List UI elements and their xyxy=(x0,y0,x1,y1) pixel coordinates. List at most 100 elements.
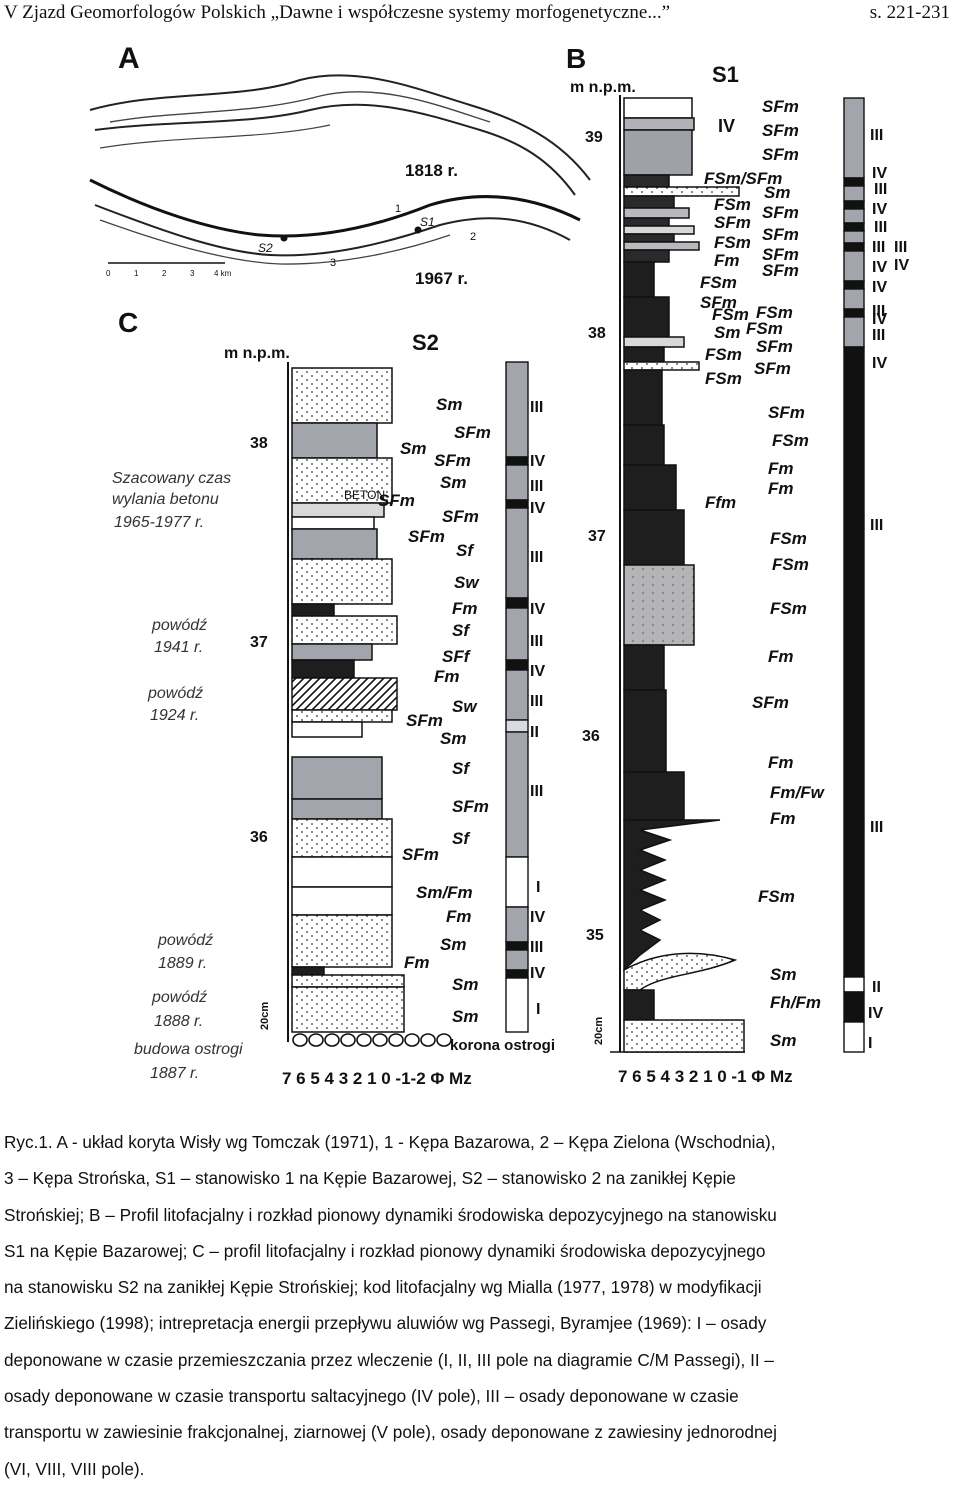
panel-c-lithofacies-code: Sf xyxy=(452,829,471,848)
panel-c-energy-class: I xyxy=(536,1001,540,1018)
panel-b-lithofacies-code: Sm xyxy=(764,183,790,202)
panel-c-event-note: Szacowany czas xyxy=(112,470,231,487)
panel-b-lithofacies-code: FSm xyxy=(758,887,795,906)
panel-c-lithofacies-code: Sm xyxy=(400,439,426,458)
panel-b-energy-class: IV xyxy=(872,311,887,328)
panel-b-axis: 7 6 5 4 3 2 1 0 -1 Φ Mz xyxy=(618,1067,793,1086)
panel-b-lithofacies-code: SFm xyxy=(762,225,799,244)
panel-c-lithofacies-code: Sw xyxy=(454,573,480,592)
svg-text:38: 38 xyxy=(588,325,606,342)
panel-b-mid-roman: IV xyxy=(718,116,735,136)
svg-text:3: 3 xyxy=(190,269,195,278)
svg-text:39: 39 xyxy=(585,129,603,146)
panel-c-energy-class: III xyxy=(530,693,543,710)
panel-b-letter: B xyxy=(566,43,586,74)
panel-b-energy-class: III xyxy=(872,239,885,256)
panel-b-site: S1 xyxy=(712,62,739,87)
panel-c-event-note: 1887 r. xyxy=(150,1065,199,1082)
panel-c-energy-class: II xyxy=(530,724,539,741)
panel-b-energy-class: III xyxy=(870,517,883,534)
panel-c-event-note: powódź xyxy=(157,932,213,949)
caption-line: osady deponowane w czasie transportu sal… xyxy=(4,1386,739,1407)
svg-text:0: 0 xyxy=(106,269,111,278)
caption-line: S1 na Kępie Bazarowej; C – profil litofa… xyxy=(4,1240,766,1261)
caption-line: transportu w zawiesinie frakcjonalnej, z… xyxy=(4,1422,777,1443)
panel-c-lithofacies-code: Sm xyxy=(440,729,466,748)
panel-c-energy-class: III xyxy=(530,633,543,650)
caption-line: Strońskiej; B – Profil litofacjalny i ro… xyxy=(4,1204,777,1225)
panel-c-lithofacies-code: SFm xyxy=(408,527,445,546)
panel-b-lithofacies-code: SFm xyxy=(762,245,799,264)
panel-c-elevations: 38 37 36 xyxy=(250,435,268,846)
panel-b-lithofacies-code: SFm xyxy=(752,693,789,712)
panel-b-lithofacies-code: FSm xyxy=(714,233,751,252)
panel-b-lithofacies-code: Fm xyxy=(768,647,794,666)
panel-b-energy-class: IV xyxy=(872,279,887,296)
panel-c-energy-class: IV xyxy=(530,453,545,470)
panel-b-energy-class: IV xyxy=(868,1005,883,1022)
panel-c-lithofacies-code: SFm xyxy=(402,845,439,864)
panel-c-lithofacies-code: SFf xyxy=(442,647,472,666)
panel-b-lithofacies-code: Fm xyxy=(768,459,794,478)
panel-b-energy-class: III xyxy=(870,819,883,836)
panel-b-lithofacies-code: FSm xyxy=(772,555,809,574)
panel-c-event-note: 1924 r. xyxy=(150,707,199,724)
header-conference: V Zjazd Geomorfologów Polskich „Dawne i … xyxy=(4,2,671,23)
panel-b-lithofacies-code: Fm xyxy=(768,753,794,772)
panel-b-lithofacies-code: Sm xyxy=(714,323,740,342)
panel-b-lithofacies-code: FSm xyxy=(705,345,742,364)
panel-c-energy-class: IV xyxy=(530,965,545,982)
panel-b-lithofacies-code: SFm xyxy=(762,121,799,140)
svg-text:37: 37 xyxy=(250,634,268,651)
panel-b-energy-class: II xyxy=(872,979,881,996)
panel-b-lithofacies-code: SFm xyxy=(762,261,799,280)
panel-c-lithofacies-code: Fm xyxy=(446,907,472,926)
panel-c-lithofacies-code: Fm xyxy=(434,667,460,686)
panel-b-energy-class: I xyxy=(868,1035,872,1052)
site-s1-label: S1 xyxy=(420,215,435,229)
svg-text:36: 36 xyxy=(582,728,600,745)
panel-b-lithofacies-code: SFm xyxy=(762,97,799,116)
panel-c-energy-class: IV xyxy=(530,601,545,618)
island-label: 3 xyxy=(330,257,336,269)
panel-b-lithofacies-code: Fh/Fm xyxy=(770,993,821,1012)
panel-c-lithofacies-code: Sm xyxy=(452,975,478,994)
panel-c-lithofacies-code: Sm/Fm xyxy=(416,883,473,902)
panel-b-romans: IIIIVIIIIVIIIIIIIVIIIIVIVIIIIVIIIIVIIIII… xyxy=(868,127,909,1052)
panel-c-energy-class: IV xyxy=(530,500,545,517)
panel-c-lithofacies-code: SFm xyxy=(406,711,443,730)
panel-c-lithofacies-code: Sf xyxy=(452,759,471,778)
panel-c-axis: 7 6 5 4 3 2 1 0 -1-2 Φ Mz xyxy=(282,1069,472,1088)
panel-c-site: S2 xyxy=(412,330,439,355)
panel-c-energy-class: IV xyxy=(530,663,545,680)
panel-b-lithofacies-code: SFm xyxy=(768,403,805,422)
panel-b-energy-class: III xyxy=(872,327,885,344)
caption-line: deponowane w czasie przemieszczania prze… xyxy=(4,1349,774,1370)
panel-c-codes: SmSFmSmSFmSmSFmSFmSFmSfSwFmSfSFfFmSwSFmS… xyxy=(378,395,491,1026)
panel-b-elevations: 39 38 37 36 35 xyxy=(582,129,606,944)
panel-c-energy-class: III xyxy=(530,939,543,956)
river-1818-bank xyxy=(94,103,576,196)
panel-a-map: A 1818 r. S1 S2 1 2 3 1967 r. 0 1 2 3 4 … xyxy=(89,42,591,288)
panel-b-energy-class: III xyxy=(894,239,907,256)
figure-caption: Ryc.1. A - układ koryta Wisły wg Tomczak… xyxy=(4,1124,956,1487)
year-1967-label: 1967 r. xyxy=(415,269,468,288)
panel-b-lithofacies-code: SFm xyxy=(756,337,793,356)
panel-c-lithofacies-code: SFm xyxy=(442,507,479,526)
river-1818-bank xyxy=(99,124,331,149)
panel-c-event-note: powódź xyxy=(147,685,203,702)
svg-text:37: 37 xyxy=(588,528,606,545)
panel-b-lithofacies-code: FSm xyxy=(770,599,807,618)
panel-b-lithofacies-code: FSm xyxy=(772,431,809,450)
caption-line: Ryc.1. A - układ koryta Wisły wg Tomczak… xyxy=(4,1132,776,1152)
panel-b-lithofacies-code: SFm xyxy=(754,359,791,378)
caption-line: na stanowisku S2 na zanikłej Kępie Stroń… xyxy=(4,1277,762,1298)
svg-text:38: 38 xyxy=(250,435,268,452)
panel-b-energy-class: IV xyxy=(872,165,887,182)
caption-line: (VI, VIII, VIII pole). xyxy=(4,1458,145,1479)
page-header: V Zjazd Geomorfologów Polskich „Dawne i … xyxy=(0,0,960,30)
panel-c-letter: C xyxy=(118,307,138,338)
panel-c-energy-class: IV xyxy=(530,909,545,926)
